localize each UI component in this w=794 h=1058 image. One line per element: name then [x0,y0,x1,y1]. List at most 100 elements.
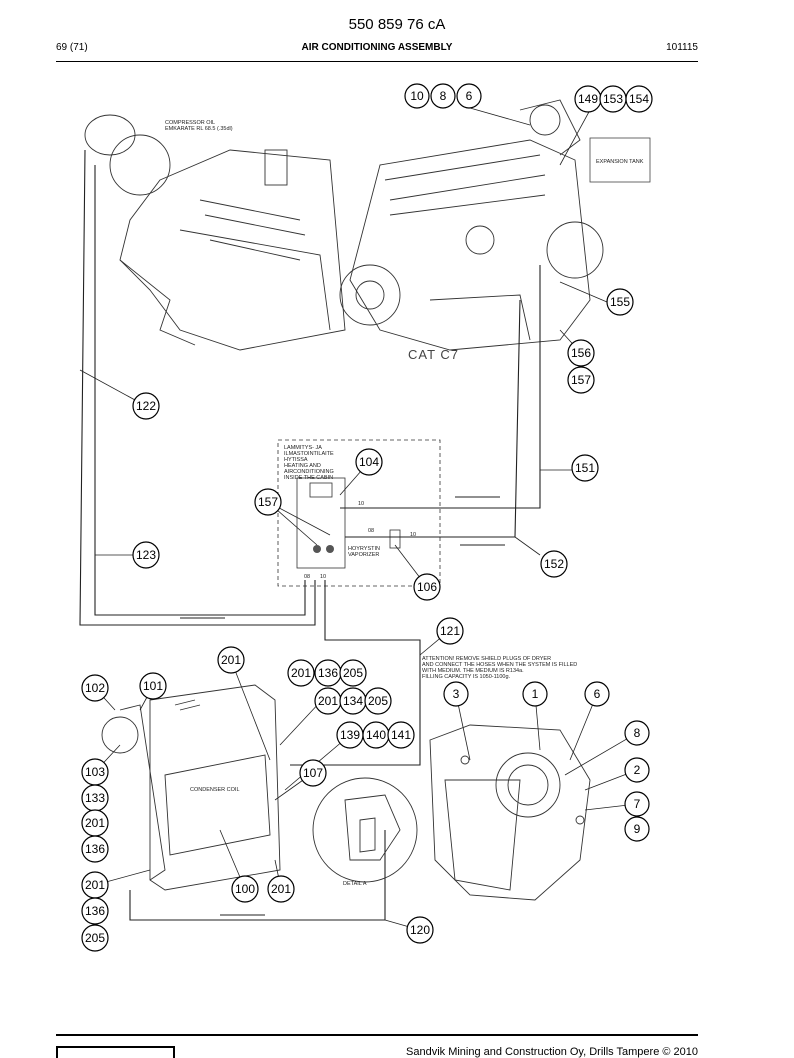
callout-number: 2 [634,763,641,777]
callout-number: 136 [85,842,105,856]
callout-number: 201 [85,816,105,830]
vaporizer-unit [296,477,346,569]
callout-number: 205 [368,694,388,708]
callout-number: 201 [318,694,338,708]
callout-139: 139 [336,721,364,749]
page-title: AIR CONDITIONING ASSEMBLY [301,42,453,53]
callout-number: 123 [136,548,156,562]
callout-156: 156 [567,339,595,367]
callout-107: 107 [299,759,327,787]
hose-lines [79,149,541,921]
callout-104: 104 [355,448,383,476]
callout-circle [267,875,295,903]
vaporizer-note-2: VAPORIZER [348,552,379,558]
callout-circle [404,83,430,109]
callout-number: 102 [85,681,105,695]
callout-circle [584,681,610,707]
callout-6: 6 [456,83,482,109]
header-row: 69 (71) AIR CONDITIONING ASSEMBLY 101115 [56,42,698,56]
callout-number: 139 [340,728,360,742]
callout-circle [624,791,650,817]
callout-circle [81,897,109,925]
footer-rule [56,1034,698,1036]
callout-134: 134 [339,687,367,715]
cabin-note-1: LAMMITYS- JA [284,445,322,451]
callout-3: 3 [443,681,469,707]
callout-number: 151 [575,461,595,475]
callout-number: 10 [410,89,424,103]
callout-2: 2 [624,757,650,783]
cabin-note-3: HYTISSA [284,457,308,463]
callout-number: 140 [366,728,386,742]
port-label-08a: 08 [368,528,374,534]
callout-number: 153 [603,92,623,106]
callout-number: 134 [343,694,363,708]
document-number: 550 859 76 cA [348,16,446,33]
callout-circle [339,659,367,687]
callout-102: 102 [81,674,109,702]
callout-201: 201 [267,875,295,903]
condenser-sketch [101,684,281,891]
port-label-10a: 10 [358,501,364,507]
callout-number: 9 [634,822,641,836]
expansion-valve [389,529,401,549]
callout-157: 157 [254,488,282,516]
callout-106: 106 [413,573,441,601]
callout-number: 149 [578,92,598,106]
cabin-note-4: HEATING AND [284,463,321,469]
callout-circle [287,659,315,687]
callout-10: 10 [404,83,430,109]
callout-8: 8 [624,720,650,746]
callout-circle [443,681,469,707]
header-rule [56,61,698,62]
callout-136: 136 [81,897,109,925]
callout-154: 154 [625,85,653,113]
callout-153: 153 [599,85,627,113]
callout-1: 1 [522,681,548,707]
vaporizer-note-1: HOYRYSTIN [348,546,380,552]
callout-205: 205 [364,687,392,715]
callout-141: 141 [387,721,415,749]
callout-number: 136 [318,666,338,680]
cabin-note-5: AIRCONDITIONING [284,469,334,475]
expansion-tank-box [589,137,651,183]
callout-circle [522,681,548,707]
callout-number: 7 [634,797,641,811]
callout-100: 100 [231,875,259,903]
callout-201: 201 [287,659,315,687]
callout-number: 6 [466,89,473,103]
callout-8: 8 [430,83,456,109]
vaporizer-port-a [313,545,321,553]
callout-circle [406,916,434,944]
port-label-10c: 10 [320,574,326,580]
callout-number: 154 [629,92,649,106]
callout-circle [364,687,392,715]
callout-123: 123 [132,541,160,569]
cabin-box [277,439,441,587]
callout-circle [132,392,160,420]
detail-a-sketch [344,794,401,861]
callout-number: 201 [85,878,105,892]
callout-201: 201 [217,646,245,674]
callout-circle [299,759,327,787]
detail-a-circle [312,777,418,883]
callout-circle [254,488,282,516]
compressor-sketch [429,724,591,901]
callout-circle [571,454,599,482]
attention-line3: WITH MEDIUM. THE MEDIUM IS R134a. [422,668,524,674]
callout-number: 133 [85,791,105,805]
callout-152: 152 [540,550,568,578]
callout-number: 120 [410,923,430,937]
callout-201: 201 [81,809,109,837]
callout-number: 141 [391,728,411,742]
callout-number: 122 [136,399,156,413]
attention-line1: ATTENTION! REMOVE SHIELD PLUGS OF DRYER [422,656,551,662]
page-number: 69 (71) [56,42,88,53]
callout-140: 140 [362,721,390,749]
callout-circle [606,288,634,316]
callout-120: 120 [406,916,434,944]
callout-number: 201 [221,653,241,667]
callout-155: 155 [606,288,634,316]
attention-line2: AND CONNECT THE HOSES WHEN THE SYSTEM IS… [422,662,577,668]
